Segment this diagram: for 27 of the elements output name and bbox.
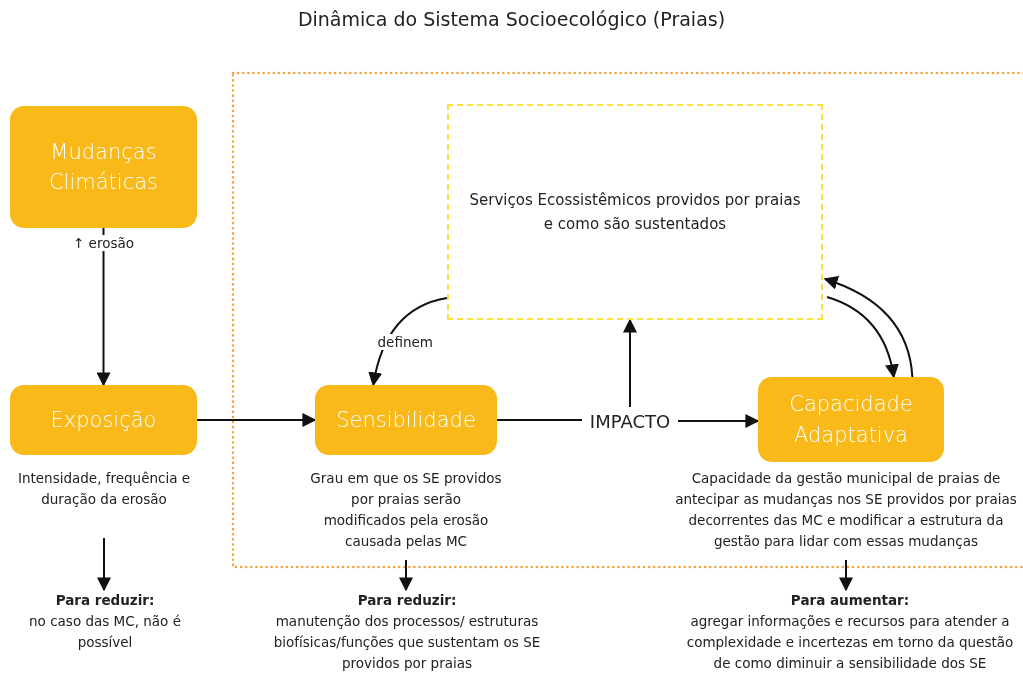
arrow — [97, 537, 111, 592]
note-text: manutenção dos processos/ estruturas biofísicas/funções que sustentam os SE providos por praias — [272, 611, 542, 673]
diagram-title: Dinâmica do Sistema Socioecológico (Praias) — [296, 8, 727, 30]
arrow — [826, 296, 899, 379]
process-box: Sensibilidade — [315, 385, 497, 455]
process-box: Mudanças Climáticas — [10, 106, 197, 228]
arrow — [623, 318, 637, 408]
note-text: Capacidade da gestão municipal de praias de antecipar as mudanças nos SE providos por praias decorrentes das MC e modificar a estrutura da gestão para lidar com essas mudanças — [664, 468, 1023, 560]
arrow — [196, 413, 317, 427]
arrow — [823, 276, 914, 378]
arrow — [839, 559, 853, 592]
process-box: Exposição — [10, 385, 197, 455]
note-heading: Para aumentar: — [790, 591, 910, 610]
note-text: Grau em que os SE providos por praias serão modificados pela erosão causada pelas MC — [310, 468, 502, 560]
note-text: agregar informações e recursos para atender a complexidade e incertezas em torno da questão de como diminuir a sensibilidade dos SE — [685, 611, 1015, 673]
note-text: no caso das MC, não é possível — [28, 611, 182, 652]
dashed-box: Serviços Ecossistêmicos providos por praias e como são sustentados — [447, 104, 823, 320]
arrow — [96, 227, 111, 387]
note-text: Intensidade, frequência e duração da erosão — [6, 468, 202, 538]
note-heading: Para reduzir: — [55, 591, 155, 610]
process-box: Capacidade Adaptativa — [758, 377, 944, 462]
note-heading: Para reduzir: — [357, 591, 457, 610]
edge-label: definem — [375, 333, 435, 350]
impact-text: IMPACTO — [582, 407, 678, 435]
arrow — [677, 414, 760, 428]
arrow — [368, 297, 448, 387]
arrow — [399, 559, 413, 592]
